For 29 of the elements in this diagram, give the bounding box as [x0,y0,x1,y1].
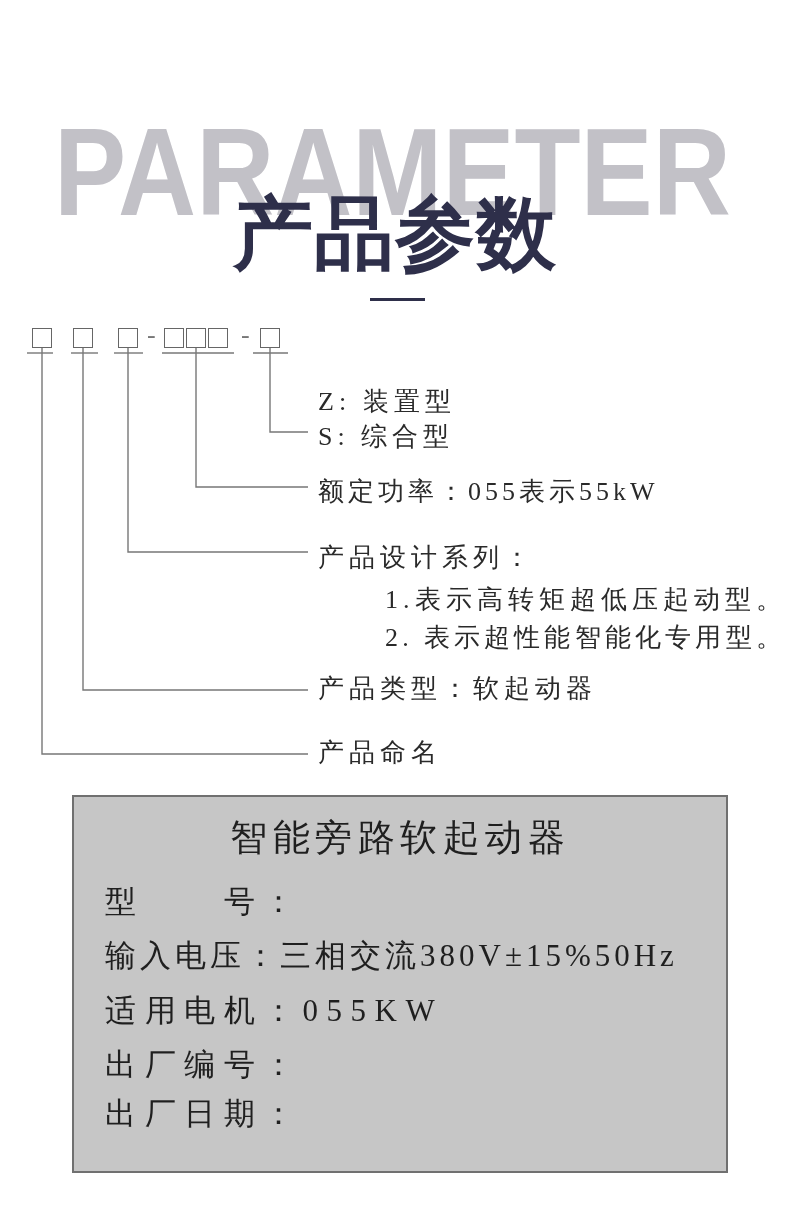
option-text: Z: 装置型 [318,389,456,415]
nameplate-panel [72,795,728,1173]
callout-text: 产品类型：软起动器 [318,676,597,702]
leader-line [269,347,309,433]
callout-text: 额定功率：055表示55kW [318,479,659,505]
nameplate-title: 智能旁路软起动器 [230,818,570,856]
spec-text: 出厂日期： [105,1097,303,1129]
callout-text: 产品命名 [318,740,442,766]
hyphen: - [241,322,250,348]
callout-text: 2. 表示超性能智能化专用型。 [385,625,786,651]
spec-text: 输入电压：三相交流380V±15%50Hz [105,940,678,971]
hyphen: - [147,322,156,348]
placeholder-box [208,328,228,348]
placeholder-box [32,328,52,348]
callout-text: 1.表示高转矩超低压起动型。 [385,587,787,613]
callout-text: 产品设计系列： [318,545,535,571]
placeholder-box [118,328,138,348]
leader-line [82,347,309,691]
leader-line [195,347,309,488]
spec-text: 适用电机：055KW [105,994,444,1026]
placeholder-box [260,328,280,348]
option-text: S: 综合型 [318,424,455,450]
spec-text: 出厂编号： [105,1048,303,1080]
spec-text: 型 号： [105,885,303,917]
placeholder-box [164,328,184,348]
placeholder-box [73,328,93,348]
leader-line [41,347,309,755]
placeholder-box [186,328,206,348]
leader-line [127,347,309,553]
